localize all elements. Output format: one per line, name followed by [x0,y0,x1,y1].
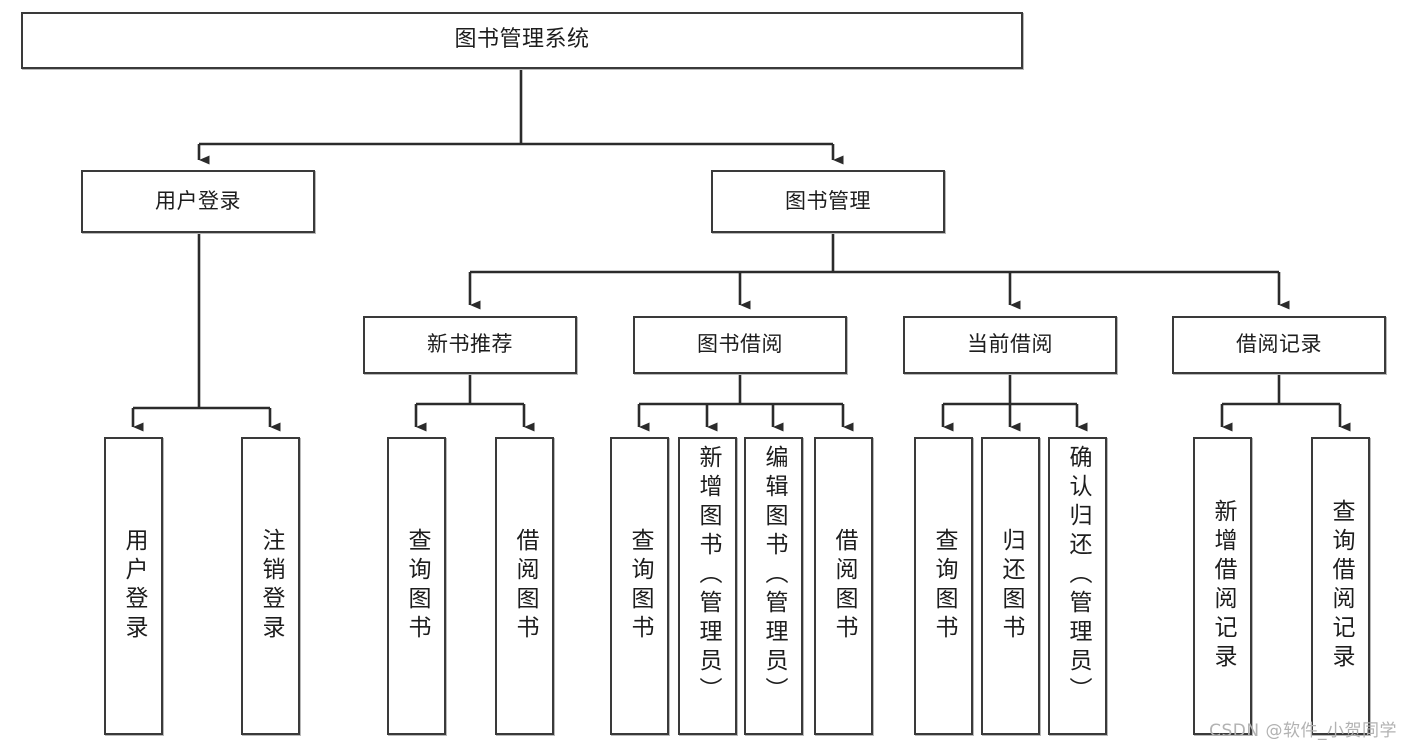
node-new-book-rec-label: 新书推荐 [427,332,513,357]
node-leaf-edit-book-label: 编辑图书（管理员） [761,445,787,706]
node-leaf-add-book[interactable]: 新增图书（管理员） [678,437,737,735]
node-leaf-query-book-2[interactable]: 查询图书 [610,437,669,735]
node-current-borrow[interactable]: 当前借阅 [903,316,1117,374]
node-leaf-logout-login-label: 注销登录 [258,528,284,644]
node-leaf-query-book-2-label: 查询图书 [627,528,653,644]
node-leaf-borrow-book-2-label: 借阅图书 [831,528,857,644]
node-leaf-add-book-label: 新增图书（管理员） [695,445,721,706]
node-current-borrow-label: 当前借阅 [967,332,1053,357]
node-leaf-query-book-1[interactable]: 查询图书 [387,437,446,735]
node-leaf-query-book-3[interactable]: 查询图书 [914,437,973,735]
node-borrow-record[interactable]: 借阅记录 [1172,316,1386,374]
node-root-label: 图书管理系统 [454,27,590,53]
node-leaf-query-book-3-label: 查询图书 [931,528,957,644]
node-book-mgmt[interactable]: 图书管理 [711,170,945,233]
node-leaf-borrow-book-1-label: 借阅图书 [512,528,538,644]
node-user-login[interactable]: 用户登录 [81,170,315,233]
node-leaf-return-book[interactable]: 归还图书 [981,437,1040,735]
node-book-mgmt-label: 图书管理 [785,188,871,213]
node-leaf-confirm-return[interactable]: 确认归还（管理员） [1048,437,1107,735]
node-leaf-confirm-return-label: 确认归还（管理员） [1065,445,1091,706]
node-root[interactable]: 图书管理系统 [21,12,1023,69]
node-leaf-user-login-label: 用户登录 [121,528,147,644]
node-leaf-query-book-1-label: 查询图书 [404,528,430,644]
node-leaf-edit-book[interactable]: 编辑图书（管理员） [744,437,803,735]
node-book-borrow-label: 图书借阅 [697,332,783,357]
node-leaf-user-login[interactable]: 用户登录 [104,437,163,735]
node-book-borrow[interactable]: 图书借阅 [633,316,847,374]
node-leaf-query-record-label: 查询借阅记录 [1328,499,1354,673]
node-leaf-borrow-book-1[interactable]: 借阅图书 [495,437,554,735]
node-user-login-label: 用户登录 [155,188,241,213]
node-leaf-add-record[interactable]: 新增借阅记录 [1193,437,1252,735]
watermark-text: CSDN @软件_小贺同学 [1209,721,1397,741]
node-leaf-add-record-label: 新增借阅记录 [1210,499,1236,673]
node-leaf-return-book-label: 归还图书 [998,528,1024,644]
node-new-book-rec[interactable]: 新书推荐 [363,316,577,374]
node-borrow-record-label: 借阅记录 [1236,332,1322,357]
node-leaf-query-record[interactable]: 查询借阅记录 [1311,437,1370,735]
node-leaf-borrow-book-2[interactable]: 借阅图书 [814,437,873,735]
node-leaf-logout-login[interactable]: 注销登录 [241,437,300,735]
